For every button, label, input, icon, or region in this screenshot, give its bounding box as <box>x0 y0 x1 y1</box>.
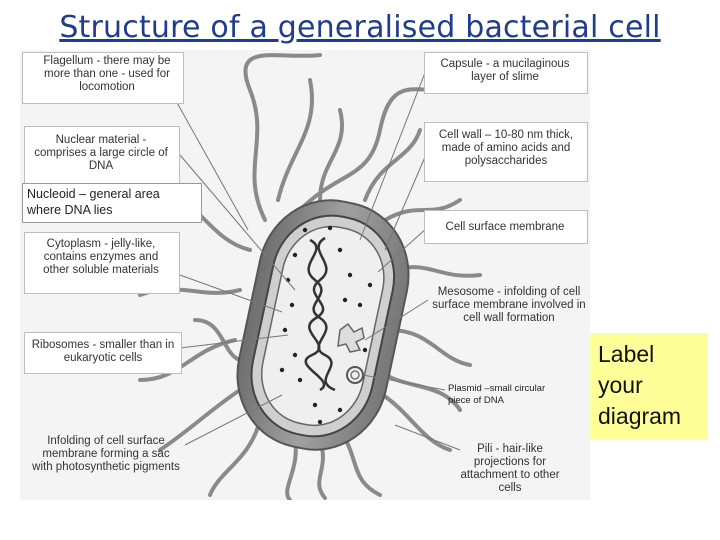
cell-surface-membrane-label-box <box>424 210 588 244</box>
plasmid-label: Plasmid –small circular piece of DNA <box>448 383 546 406</box>
cell-wall-label-box <box>424 122 588 182</box>
bacterial-cell-diagram: Flagellum - there may be more than one -… <box>20 50 590 502</box>
ribosomes-label: Ribosomes - smaller than in eukaryotic c… <box>31 339 175 364</box>
cytoplasm-label-box <box>24 232 180 294</box>
pili-label: Pili - hair-like projections for attachm… <box>460 443 560 494</box>
flagellum-label: Flagellum - there may be more than one -… <box>43 55 171 93</box>
capsule-label: Capsule - a mucilaginous layer of slime <box>440 58 570 83</box>
flagellum-label-box <box>22 52 184 104</box>
nucleoid-label: Nucleoid – general area where DNA lies <box>22 183 202 223</box>
cytoplasm-label: Cytoplasm - jelly-like, contains enzymes… <box>43 238 159 276</box>
cell-surface-membrane-label: Cell surface membrane <box>445 221 565 233</box>
infolding-label: Infolding of cell surface membrane formi… <box>32 435 180 473</box>
bacterial-cell-illustration <box>138 53 482 502</box>
mesosome-shape <box>337 322 365 353</box>
page-title: Structure of a generalised bacterial cel… <box>59 10 661 45</box>
cell-body <box>236 199 410 451</box>
label-your-diagram-box: Label your diagram <box>590 333 708 439</box>
capsule-label-box <box>424 52 588 94</box>
cell-wall-label: Cell wall – 10-80 nm thick, made of amin… <box>438 129 574 167</box>
nuclear-material-label: Nuclear material - comprises a large cir… <box>34 134 168 172</box>
dna-strand <box>304 236 336 392</box>
ribosomes-label-box <box>24 332 182 374</box>
mesosome-label: Mesosome - infolding of cell surface mem… <box>432 286 586 324</box>
leader-lines <box>169 64 461 451</box>
